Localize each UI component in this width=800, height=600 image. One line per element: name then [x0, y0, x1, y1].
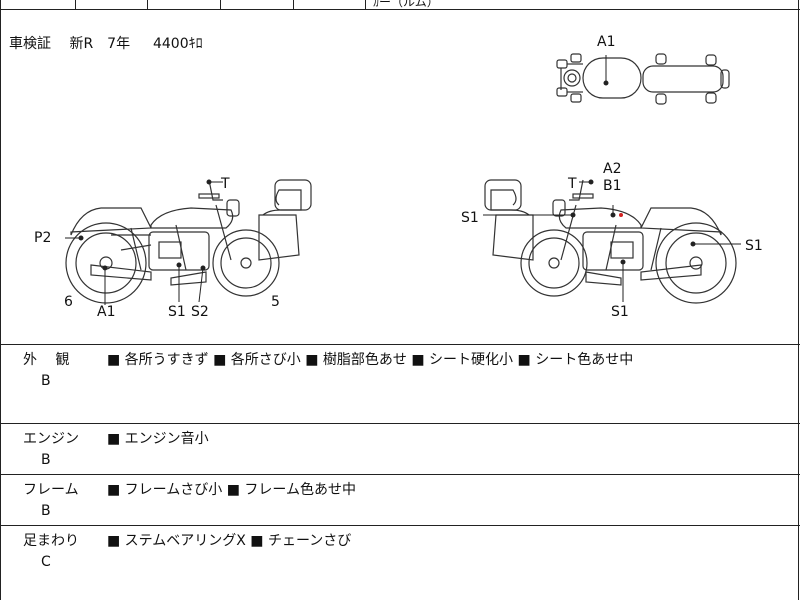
row-category: 足まわり	[23, 533, 79, 549]
row-items: ■ 各所うすきず ■ 各所さび小 ■ 樹脂部色あせ ■ シート硬化小 ■ シート…	[107, 352, 634, 368]
header-divider	[220, 0, 221, 9]
row-category: 外 観	[23, 352, 70, 368]
label-left-s1: S1	[168, 304, 186, 320]
row-grade: B	[41, 503, 51, 519]
label-right-a2: A2	[603, 161, 621, 177]
row-grade: C	[41, 554, 51, 570]
label-left-s2: S2	[191, 304, 209, 320]
registration-info: 車検証 新R 7年 4400ｷﾛ	[9, 36, 203, 52]
header-divider	[293, 0, 294, 9]
row-items: ■ フレームさび小 ■ フレーム色あせ中	[107, 482, 356, 498]
damage-diagram-area: 車検証 新R 7年 4400ｷﾛ	[1, 10, 800, 345]
condition-row-suspension: 足まわり C ■ ステムベアリングX ■ チェーンさび	[1, 526, 800, 600]
header-divider	[365, 0, 366, 9]
motorcycle-left-view	[65, 179, 312, 304]
header-divider	[75, 0, 76, 9]
row-grade: B	[41, 452, 51, 468]
motorcycle-top-view	[556, 53, 730, 105]
condition-row-exterior: 外 観 B ■ 各所うすきず ■ 各所さび小 ■ 樹脂部色あせ ■ シート硬化小…	[1, 345, 800, 424]
label-left-6: 6	[64, 294, 73, 310]
row-category: フレーム	[23, 482, 79, 498]
label-right-b1: B1	[603, 178, 622, 194]
header-row-clipped: ｶー（ルム）	[1, 0, 800, 10]
row-items: ■ エンジン音小	[107, 431, 209, 447]
header-clipped-text: ｶー（ルム）	[373, 0, 439, 9]
damage-marker	[619, 213, 623, 217]
label-left-5: 5	[271, 294, 280, 310]
label-top-a1: A1	[597, 34, 615, 50]
label-left-a1: A1	[97, 304, 115, 320]
label-right-s1-bottom: S1	[611, 304, 629, 320]
motorcycle-right-view	[484, 179, 737, 304]
label-right-s1-upper: S1	[461, 210, 479, 226]
row-items: ■ ステムベアリングX ■ チェーンさび	[107, 533, 352, 549]
motorcycle-diagrams: A1 T P2 6 A1 S1 S2 5 A2 T B1 S1 S1 S1	[34, 34, 763, 320]
label-right-s1-side: S1	[745, 238, 763, 254]
condition-row-engine: エンジン B ■ エンジン音小	[1, 424, 800, 475]
condition-row-frame: フレーム B ■ フレームさび小 ■ フレーム色あせ中	[1, 475, 800, 526]
label-right-t: T	[567, 176, 577, 192]
label-left-p2: P2	[34, 230, 51, 246]
row-grade: B	[41, 373, 51, 389]
label-left-t: T	[220, 176, 230, 192]
header-divider	[147, 0, 148, 9]
row-category: エンジン	[23, 431, 79, 447]
